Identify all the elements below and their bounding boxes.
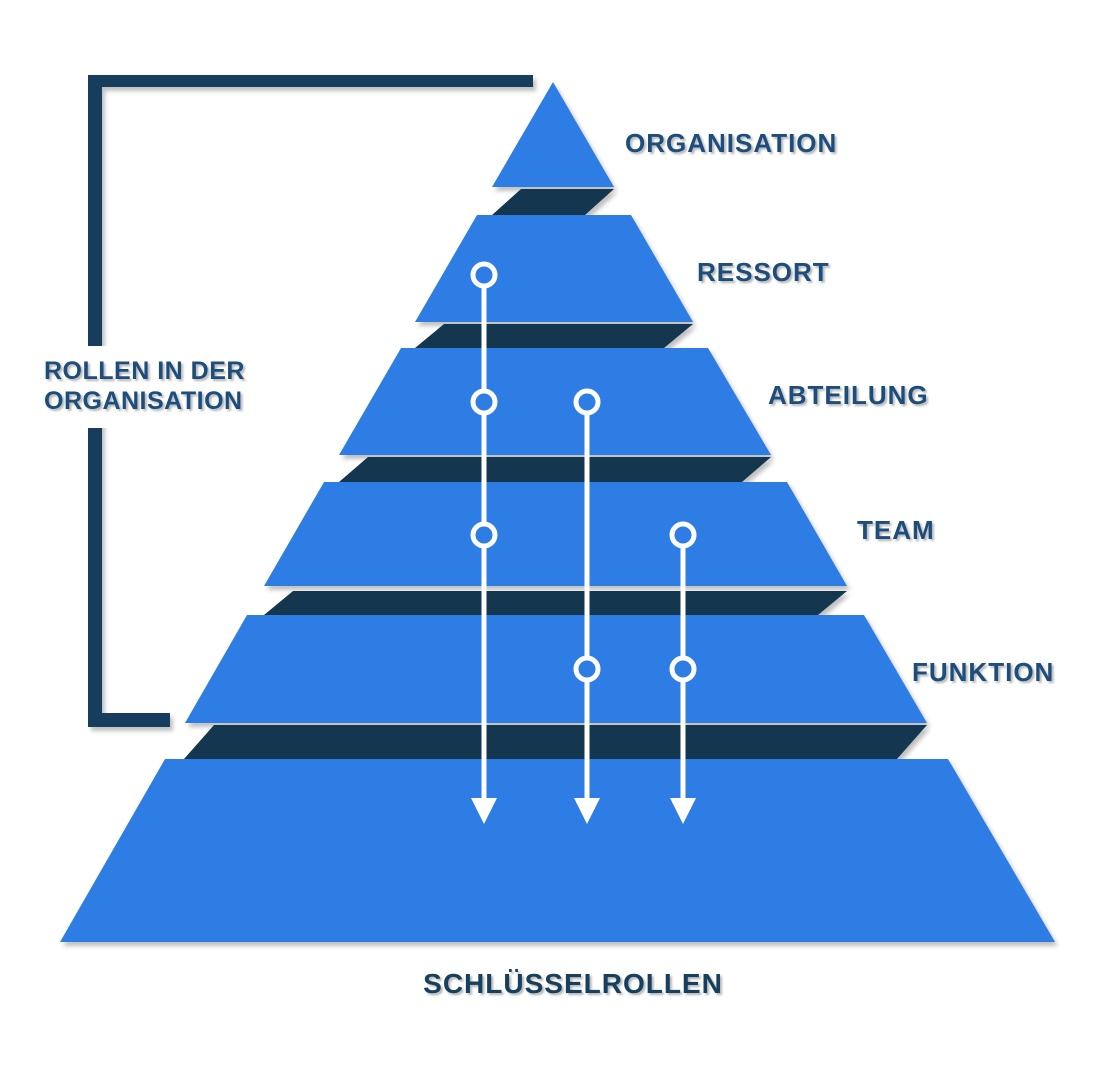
shadow-band-3 [339, 457, 771, 482]
node-circle-ressort-1 [470, 261, 498, 289]
label-funktion: FUNKTION [912, 657, 1054, 687]
node-circle-team-1 [470, 521, 498, 549]
arrow-head-2 [574, 798, 600, 824]
role-flow-arrows [470, 261, 697, 824]
shadow-band-5 [184, 725, 927, 759]
pyramid-layers [60, 82, 1055, 942]
side-label: ROLLEN IN DER ORGANISATION [44, 357, 245, 415]
pyramid-level-team [264, 482, 847, 586]
node-circle-abteilung-2 [573, 388, 601, 416]
shadow-band-2 [415, 324, 693, 348]
arrow-head-1 [471, 798, 497, 824]
label-team: TEAM [857, 515, 935, 545]
side-label-line1: ROLLEN IN DER [44, 357, 245, 385]
shadow-band-4 [264, 591, 847, 615]
node-circle-team-2 [669, 521, 697, 549]
node-circle-funktion-1 [573, 655, 601, 683]
label-ressort: RESSORT [697, 257, 830, 287]
side-label-line2: ORGANISATION [44, 387, 243, 415]
label-schluesselrollen: SCHLÜSSELROLLEN [423, 968, 723, 999]
side-label-backing [30, 346, 270, 428]
shadow-band-1 [492, 189, 614, 215]
bracket-bottom-bar [88, 713, 170, 727]
pyramid-level-organisation [492, 82, 614, 187]
bracket-top-bar [88, 75, 533, 87]
arrow-head-3 [670, 798, 696, 824]
level-labels: ORGANISATION RESSORT ABTEILUNG TEAM FUNK… [423, 128, 1054, 999]
pyramid-level-schluesselrollen [60, 759, 1055, 942]
pyramid-level-funktion [185, 615, 927, 723]
pyramid-level-abteilung [339, 348, 771, 455]
node-circle-funktion-2 [669, 655, 697, 683]
label-abteilung: ABTEILUNG [768, 380, 929, 410]
pyramid-level-ressort [415, 215, 693, 322]
label-organisation: ORGANISATION [625, 128, 837, 158]
node-circle-abteilung-1 [470, 388, 498, 416]
